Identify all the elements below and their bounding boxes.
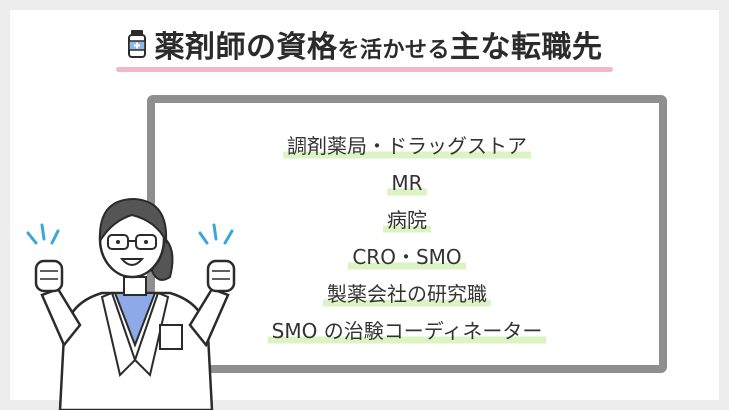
destination-item: 調剤薬局・ドラッグストア — [283, 131, 531, 161]
list-item: 製薬会社の研究職 — [155, 279, 659, 316]
page-title: 薬剤師の資格を活かせる主な転職先 — [116, 22, 613, 72]
list-item: 病院 — [155, 205, 659, 242]
destination-list: 調剤薬局・ドラッグストア MR 病院 CRO・SMO 製薬会社の研究職 SMO … — [155, 131, 659, 353]
destination-item: 製薬会社の研究職 — [323, 279, 491, 309]
list-item: CRO・SMO — [155, 242, 659, 279]
list-item: 調剤薬局・ドラッグストア — [155, 131, 659, 168]
title-text: 薬剤師の資格を活かせる主な転職先 — [154, 22, 602, 66]
excitement-lines-right — [198, 223, 234, 245]
title-part-2: を活かせる — [337, 38, 450, 63]
pharmacist-illustration — [26, 197, 236, 410]
medicine-bottle-icon — [128, 30, 147, 58]
list-item: SMO の治験コーディネーター — [155, 316, 659, 353]
destination-item: SMO の治験コーディネーター — [267, 316, 547, 346]
excitement-lines-left — [26, 223, 60, 245]
title-part-3: 主な転職先 — [450, 30, 603, 65]
destination-item: 病院 — [383, 205, 431, 235]
destination-item: CRO・SMO — [348, 242, 466, 272]
title-part-1: 薬剤師の資格 — [154, 30, 338, 65]
destination-item: MR — [387, 168, 427, 198]
list-item: MR — [155, 168, 659, 205]
header: 薬剤師の資格を活かせる主な転職先 — [0, 22, 729, 72]
